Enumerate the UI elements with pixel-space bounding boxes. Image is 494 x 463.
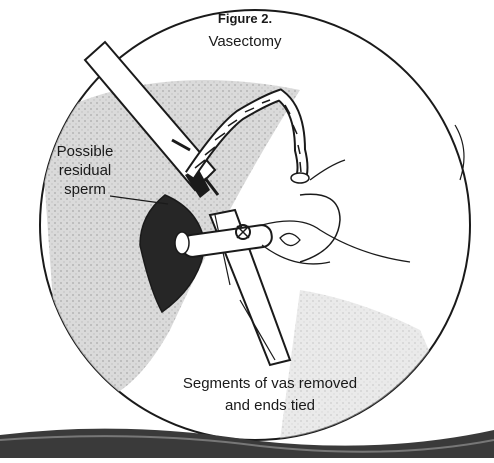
side-label-line-3: sperm: [30, 182, 140, 198]
vas-end-upper: [291, 173, 309, 183]
figure-subtitle: Vasectomy: [160, 34, 330, 50]
caption-line-2: and ends tied: [120, 398, 420, 414]
figure-title: Figure 2.: [170, 12, 320, 26]
side-label-line-2: residual: [30, 163, 140, 179]
caption-line-1: Segments of vas removed: [120, 376, 420, 392]
side-label-line-1: Possible: [30, 144, 140, 160]
